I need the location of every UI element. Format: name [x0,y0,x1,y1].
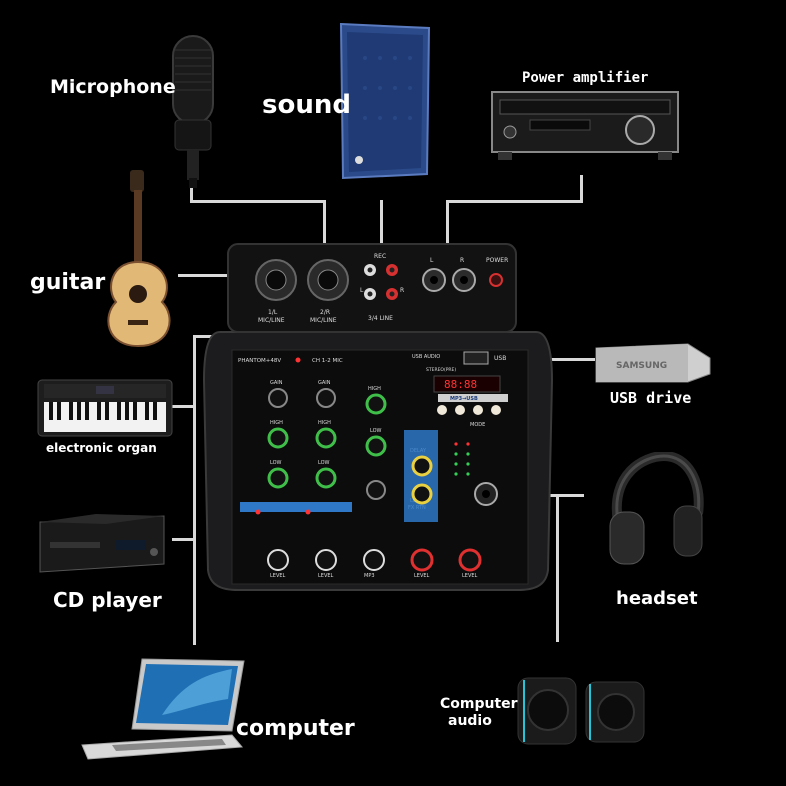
label-microphone: Microphone [50,76,176,98]
wire-sound [380,200,383,252]
wire-audio [556,494,559,642]
svg-text:LEVEL: LEVEL [462,573,478,579]
headset-image [609,452,704,565]
svg-text:LEVEL: LEVEL [414,573,430,579]
svg-text:GAIN: GAIN [270,380,283,386]
svg-text:MP3→USB: MP3→USB [450,396,478,402]
wire-mic-h [190,200,326,203]
label-power-amplifier: Power amplifier [522,70,649,86]
svg-text:SAMSUNG: SAMSUNG [616,361,667,371]
wire-amp-v [580,175,583,203]
label-usb-drive: USB drive [610,389,692,407]
wire-guitar [178,274,232,277]
wire-mic-v [190,184,193,202]
svg-text:CH 1-2 MIC: CH 1-2 MIC [312,358,343,364]
label-cd-player: CD player [53,588,162,612]
label-computer: computer [236,716,355,741]
label-sound: sound [262,90,351,120]
amplifier-image [491,91,679,160]
wire-cd [172,538,196,541]
computer-speakers-image [517,677,645,745]
svg-text:USB AUDIO: USB AUDIO [412,354,440,360]
keyboard-image [37,379,173,437]
cd-player-image [39,514,165,573]
microphone-image [172,35,214,188]
svg-text:GAIN: GAIN [318,380,331,386]
svg-text:L: L [430,257,434,264]
usb-drive-image: SAMSUNG [595,343,711,383]
wire-left-vertical [193,335,196,645]
wire-mic-to-mixer [323,200,326,252]
svg-text:USB: USB [494,355,506,362]
svg-text:LOW: LOW [318,460,330,466]
svg-text:88:88: 88:88 [444,378,477,391]
speaker-image [339,22,431,180]
svg-text:2/R: 2/R [320,309,330,316]
guitar-image [107,170,171,348]
label-electronic-organ: electronic organ [46,441,157,455]
svg-text:POWER: POWER [486,257,508,264]
label-computer-audio-line1: Computer [440,696,518,712]
svg-text:LOW: LOW [370,428,382,434]
svg-text:PHANTOM+48V: PHANTOM+48V [238,358,281,364]
svg-text:R: R [460,257,464,264]
wire-organ [172,405,196,408]
svg-text:LEVEL: LEVEL [270,573,286,579]
wire-amp-to-mixer [446,200,449,252]
svg-text:LEVEL: LEVEL [318,573,334,579]
svg-text:HIGH: HIGH [318,420,331,426]
svg-text:STEREO(PRE): STEREO(PRE) [426,367,456,373]
svg-text:R: R [400,287,404,294]
svg-text:LOW: LOW [270,460,282,466]
laptop-image [81,658,245,760]
svg-text:MP3: MP3 [364,573,375,579]
wire-left-top [193,335,213,338]
svg-text:MIC/LINE: MIC/LINE [258,317,285,324]
label-computer-audio-line2: audio [448,713,492,729]
svg-text:REC: REC [374,253,386,260]
svg-text:L: L [360,287,364,294]
label-guitar: guitar [30,270,106,295]
svg-text:HIGH: HIGH [270,420,283,426]
svg-text:HIGH: HIGH [368,386,381,392]
svg-text:MIC/LINE: MIC/LINE [310,317,337,324]
svg-text:3/4 LINE: 3/4 LINE [368,315,393,322]
wire-usb [515,358,595,361]
svg-text:MODE: MODE [470,422,485,428]
audio-mixer-image: 1/L MIC/LINE 2/R MIC/LINE REC L R 3/4 LI… [202,243,554,591]
wire-amp-h [446,200,582,203]
label-headset: headset [616,588,698,609]
svg-text:1/L: 1/L [268,309,278,316]
